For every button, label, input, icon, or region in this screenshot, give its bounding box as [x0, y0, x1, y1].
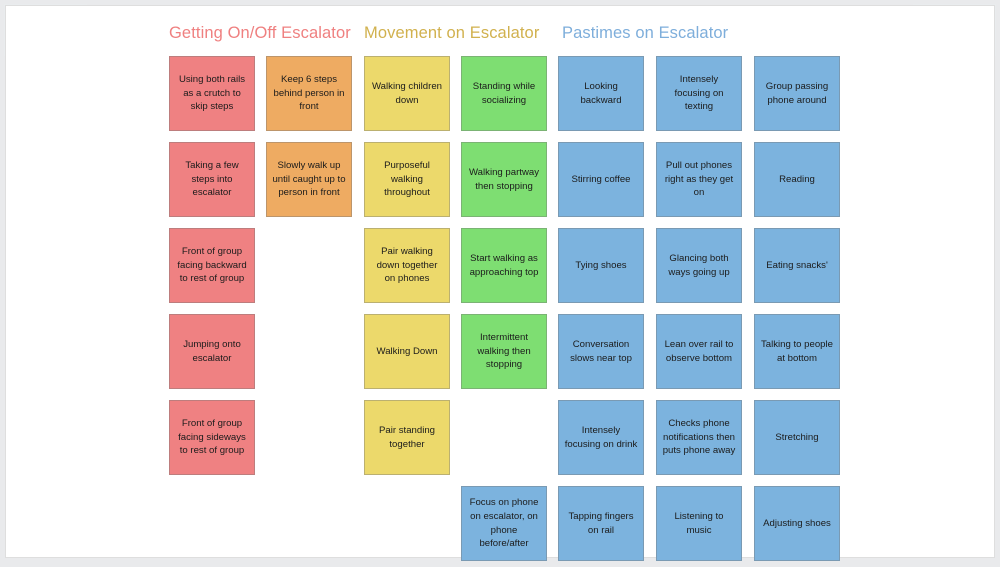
sticky-note-label: Purposeful walking throughout	[384, 160, 430, 199]
sticky-note[interactable]: Eating snacks'	[754, 228, 840, 303]
sticky-note-label: Pair walking down together on phones	[376, 246, 438, 285]
sticky-note-label: Walking children down	[371, 80, 443, 106]
sticky-note-label: Keep 6 steps behind person in front	[273, 74, 345, 113]
sticky-note-label: Eating snacks'	[766, 259, 828, 271]
sticky-note-label: Glancing both ways going up	[668, 252, 730, 278]
sticky-note[interactable]: Group passing phone around	[754, 56, 840, 131]
sticky-note[interactable]: Purposeful walking throughout	[364, 142, 450, 217]
sticky-note[interactable]: Adjusting shoes	[754, 486, 840, 561]
sticky-note-label: Walking Down	[376, 345, 438, 357]
sticky-note[interactable]: Taking a few steps into escalator	[169, 142, 255, 217]
sticky-note-label: Using both rails as a crutch to skip ste…	[178, 74, 246, 113]
sticky-note[interactable]: Stirring coffee	[558, 142, 644, 217]
group-header-movement-on-escalator[interactable]: Movement on Escalator	[364, 24, 540, 42]
sticky-note-label: Stirring coffee	[571, 173, 631, 185]
sticky-note[interactable]: Front of group facing sideways to rest o…	[169, 400, 255, 475]
sticky-note[interactable]: Lean over rail to observe bottom	[656, 314, 742, 389]
sticky-note[interactable]: Looking backward	[558, 56, 644, 131]
sticky-note-label: Intermittent walking then stopping	[477, 332, 531, 371]
sticky-note[interactable]: Stretching	[754, 400, 840, 475]
sticky-note-label: Listening to music	[674, 510, 724, 536]
group-header-getting-on-off-escalator[interactable]: Getting On/Off Escalator	[169, 24, 351, 42]
sticky-note[interactable]: Start walking as approaching top	[461, 228, 547, 303]
sticky-note[interactable]: Intensely focusing on texting	[656, 56, 742, 131]
sticky-note[interactable]: Focus on phone on escalator, on phone be…	[461, 486, 547, 561]
sticky-note-label: Stretching	[775, 431, 819, 443]
sticky-note-label: Adjusting shoes	[763, 517, 831, 529]
sticky-note-label: Front of group facing sideways to rest o…	[178, 418, 246, 457]
sticky-note[interactable]: Pair standing together	[364, 400, 450, 475]
sticky-note-label: Pull out phones right as they get on	[664, 160, 734, 199]
sticky-note-label: Reading	[779, 173, 815, 185]
sticky-note[interactable]: Walking partway then stopping	[461, 142, 547, 217]
sticky-note[interactable]: Talking to people at bottom	[754, 314, 840, 389]
sticky-note[interactable]: Intensely focusing on drink	[558, 400, 644, 475]
sticky-note[interactable]: Listening to music	[656, 486, 742, 561]
sticky-note-label: Group passing phone around	[765, 80, 829, 106]
sticky-note-label: Conversation slows near top	[570, 338, 632, 364]
sticky-note-label: Slowly walk up until caught up to person…	[272, 160, 346, 199]
sticky-note-label: Front of group facing backward to rest o…	[177, 246, 247, 285]
sticky-note-label: Pair standing together	[379, 424, 435, 450]
sticky-note-label: Tapping fingers on rail	[568, 510, 634, 536]
sticky-note-label: Checks phone notifications then puts pho…	[662, 418, 736, 457]
sticky-note[interactable]: Walking Down	[364, 314, 450, 389]
sticky-note-label: Tying shoes	[575, 259, 627, 271]
sticky-note[interactable]: Checks phone notifications then puts pho…	[656, 400, 742, 475]
sticky-note[interactable]: Slowly walk up until caught up to person…	[266, 142, 352, 217]
sticky-note[interactable]: Conversation slows near top	[558, 314, 644, 389]
sticky-note-label: Taking a few steps into escalator	[185, 160, 239, 199]
sticky-note-label: Lean over rail to observe bottom	[664, 338, 734, 364]
sticky-note[interactable]: Walking children down	[364, 56, 450, 131]
sticky-note-label: Focus on phone on escalator, on phone be…	[469, 497, 539, 550]
group-header-pastimes-on-escalator[interactable]: Pastimes on Escalator	[562, 24, 729, 42]
sticky-note-label: Standing while socializing	[472, 80, 536, 106]
sticky-note-label: Talking to people at bottom	[760, 338, 833, 364]
sticky-note-label: Looking backward	[580, 80, 622, 106]
sticky-note[interactable]: Using both rails as a crutch to skip ste…	[169, 56, 255, 131]
sticky-note-label: Walking partway then stopping	[468, 166, 540, 192]
sticky-note-label: Intensely focusing on drink	[564, 424, 638, 450]
sticky-note[interactable]: Front of group facing backward to rest o…	[169, 228, 255, 303]
sticky-note[interactable]: Pull out phones right as they get on	[656, 142, 742, 217]
sticky-note[interactable]: Standing while socializing	[461, 56, 547, 131]
sticky-note[interactable]: Glancing both ways going up	[656, 228, 742, 303]
sticky-note[interactable]: Tying shoes	[558, 228, 644, 303]
sticky-note[interactable]: Pair walking down together on phones	[364, 228, 450, 303]
sticky-note[interactable]: Reading	[754, 142, 840, 217]
sticky-note-label: Start walking as approaching top	[469, 252, 539, 278]
sticky-note[interactable]: Tapping fingers on rail	[558, 486, 644, 561]
sticky-note[interactable]: Intermittent walking then stopping	[461, 314, 547, 389]
sticky-note-label: Jumping onto escalator	[183, 338, 241, 364]
sticky-note-label: Intensely focusing on texting	[674, 74, 724, 113]
sticky-note[interactable]: Jumping onto escalator	[169, 314, 255, 389]
sticky-note[interactable]: Keep 6 steps behind person in front	[266, 56, 352, 131]
